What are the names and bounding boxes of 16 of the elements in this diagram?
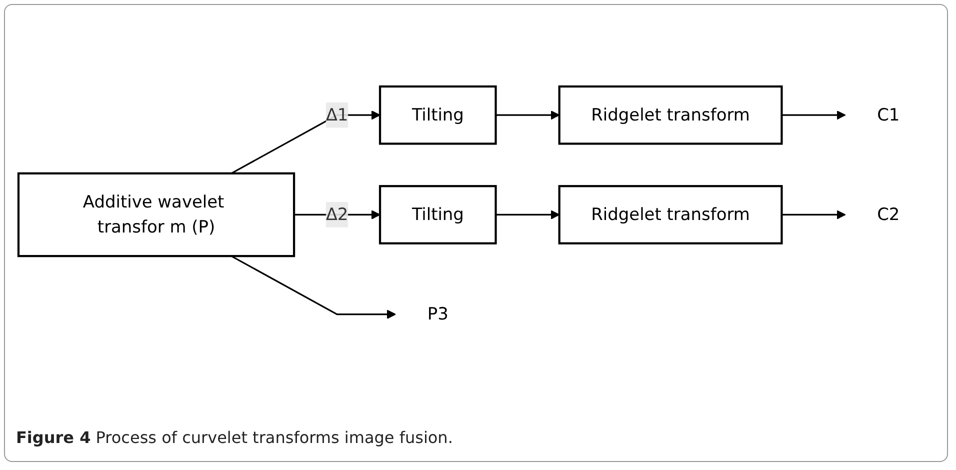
node-box: Tilting — [378, 86, 497, 146]
node-text: C2 — [877, 204, 900, 225]
node-box: Tilting — [378, 185, 497, 245]
arrow — [782, 210, 846, 220]
arrow — [496, 110, 560, 120]
node-box: Ridgelet transform — [558, 86, 783, 146]
figure-caption: Figure 4 Process of curvelet transforms image fusion. — [16, 428, 453, 447]
arrow — [782, 110, 846, 120]
node-text: C1 — [877, 104, 900, 125]
edge-label: Δ2 — [326, 204, 348, 225]
node-box: Additive wavelet transfor m (P) — [17, 172, 296, 258]
arrow — [230, 256, 396, 320]
node-box: Ridgelet transform — [558, 185, 783, 245]
edge-label: Δ1 — [326, 104, 348, 125]
arrow — [496, 210, 560, 220]
node-text: P3 — [427, 304, 448, 324]
